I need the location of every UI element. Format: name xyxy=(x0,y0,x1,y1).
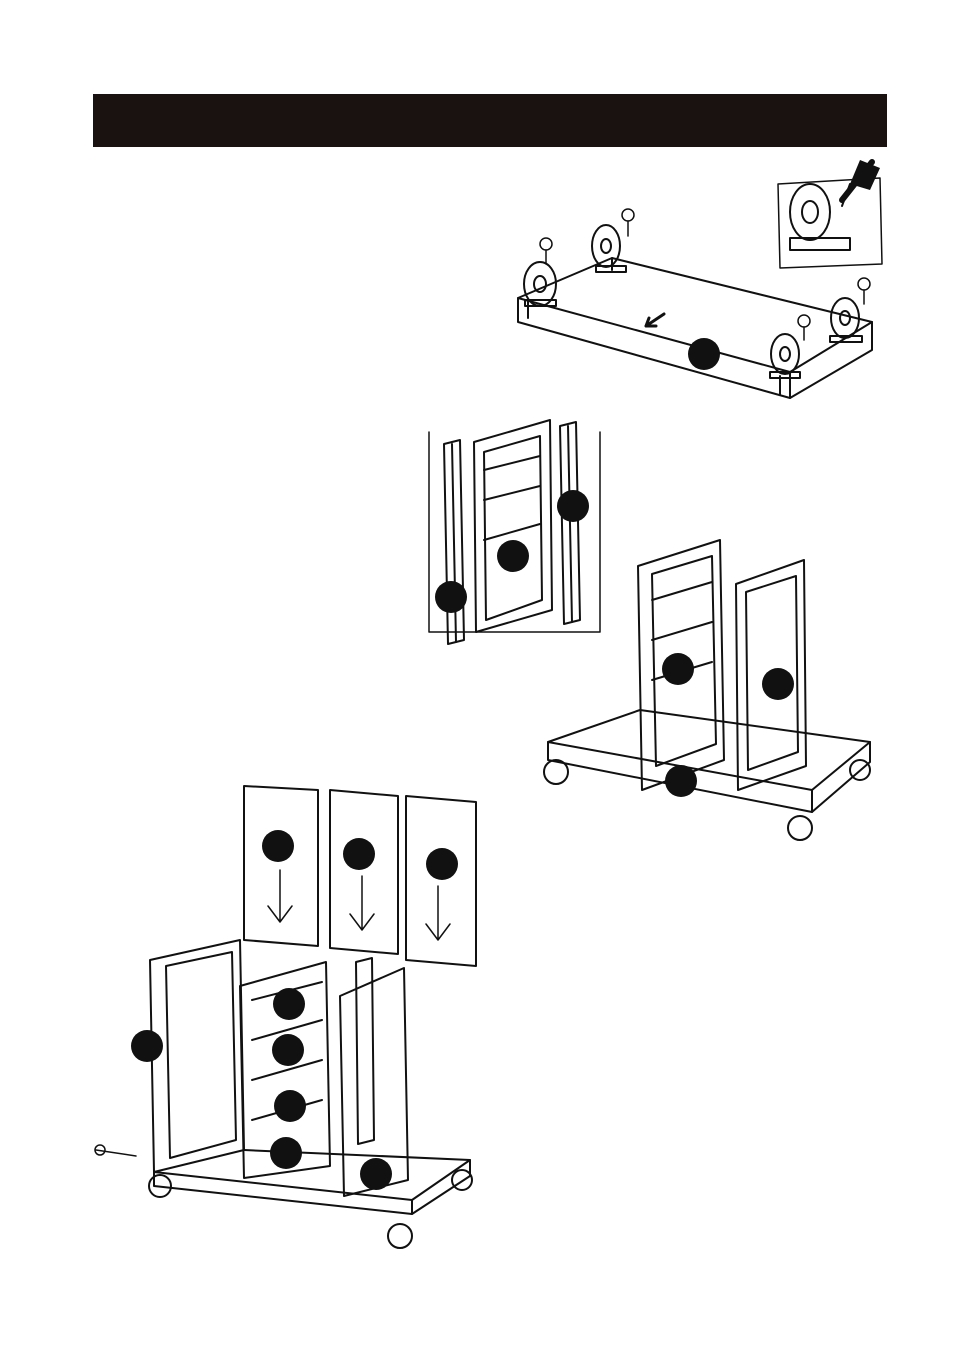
callout-marker xyxy=(665,765,697,797)
callout-marker xyxy=(273,988,305,1020)
callout-marker xyxy=(497,540,529,572)
figure-frame-on-base xyxy=(544,540,870,840)
figure-side-panel-assembly xyxy=(429,420,600,644)
caster-icon xyxy=(452,1170,472,1190)
arrow-down-icon xyxy=(426,886,450,940)
figure-caster-screwdriver-inset xyxy=(778,160,882,268)
callout-marker xyxy=(270,1137,302,1169)
callout-marker xyxy=(662,653,694,685)
callout-marker xyxy=(274,1090,306,1122)
caster-front-right xyxy=(770,334,800,378)
caster-icon xyxy=(544,760,568,784)
callout-marker xyxy=(343,838,375,870)
callout-marker xyxy=(762,668,794,700)
callout-marker xyxy=(557,490,589,522)
callout-marker xyxy=(272,1034,304,1066)
callout-marker xyxy=(426,848,458,880)
callout-marker xyxy=(688,338,720,370)
screw-icon xyxy=(540,209,870,340)
caster-back-right xyxy=(830,298,862,342)
callout-marker xyxy=(360,1158,392,1190)
arrow-direction-icon xyxy=(646,314,664,326)
arrow-down-icon xyxy=(350,876,374,930)
callout-marker xyxy=(435,581,467,613)
caster-icon xyxy=(788,816,812,840)
figure-panel-insertion xyxy=(95,786,476,1248)
callout-marker xyxy=(262,830,294,862)
callout-marker xyxy=(131,1030,163,1062)
caster-icon xyxy=(388,1224,412,1248)
arrow-down-icon xyxy=(268,870,292,922)
